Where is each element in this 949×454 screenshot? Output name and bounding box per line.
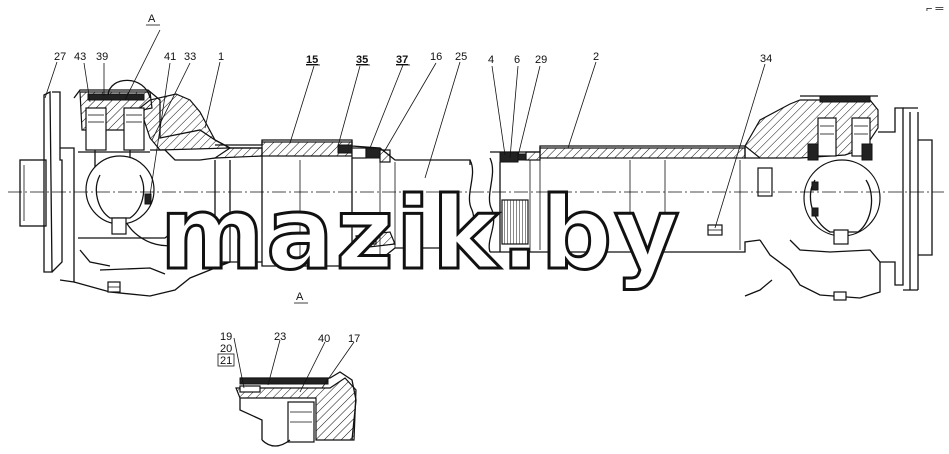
part-labels: 27 43 39 41 33 1 15 35 37 16 25 4 6 29 2… (54, 3, 943, 367)
label-40: 40 (318, 333, 330, 345)
label-33: 33 (184, 51, 196, 63)
label-29: 29 (535, 54, 547, 66)
label-17: 17 (348, 333, 360, 345)
label-15: 15 (306, 54, 318, 66)
label-4: 4 (488, 54, 494, 66)
label-16: 16 (430, 51, 442, 63)
label-2: 2 (593, 51, 599, 63)
section-mark-a-top: А (148, 13, 156, 25)
label-23: 23 (274, 331, 286, 343)
label-41: 41 (164, 51, 176, 63)
label-39: 39 (96, 51, 108, 63)
corner-mark: ⌐ ═ (926, 3, 943, 15)
label-20: 20 (220, 343, 232, 355)
label-19: 19 (220, 331, 232, 343)
shaft-tube (212, 139, 495, 267)
label-43: 43 (74, 51, 86, 63)
label-34: 34 (760, 53, 772, 65)
leader-lines (44, 29, 766, 393)
right-yoke (744, 95, 933, 301)
slip-tube (490, 145, 773, 253)
label-25: 25 (455, 51, 467, 63)
label-6: 6 (514, 54, 520, 66)
watermark-text: mazik.by (160, 175, 681, 292)
section-mark-a-bottom: А (296, 291, 304, 303)
label-21: 21 (220, 355, 232, 367)
label-35: 35 (356, 54, 368, 66)
detail-a-view (235, 371, 357, 447)
label-27: 27 (54, 51, 66, 63)
label-1: 1 (218, 51, 224, 63)
left-yoke (73, 79, 262, 297)
label-37: 37 (396, 54, 408, 66)
left-flange (19, 90, 75, 283)
